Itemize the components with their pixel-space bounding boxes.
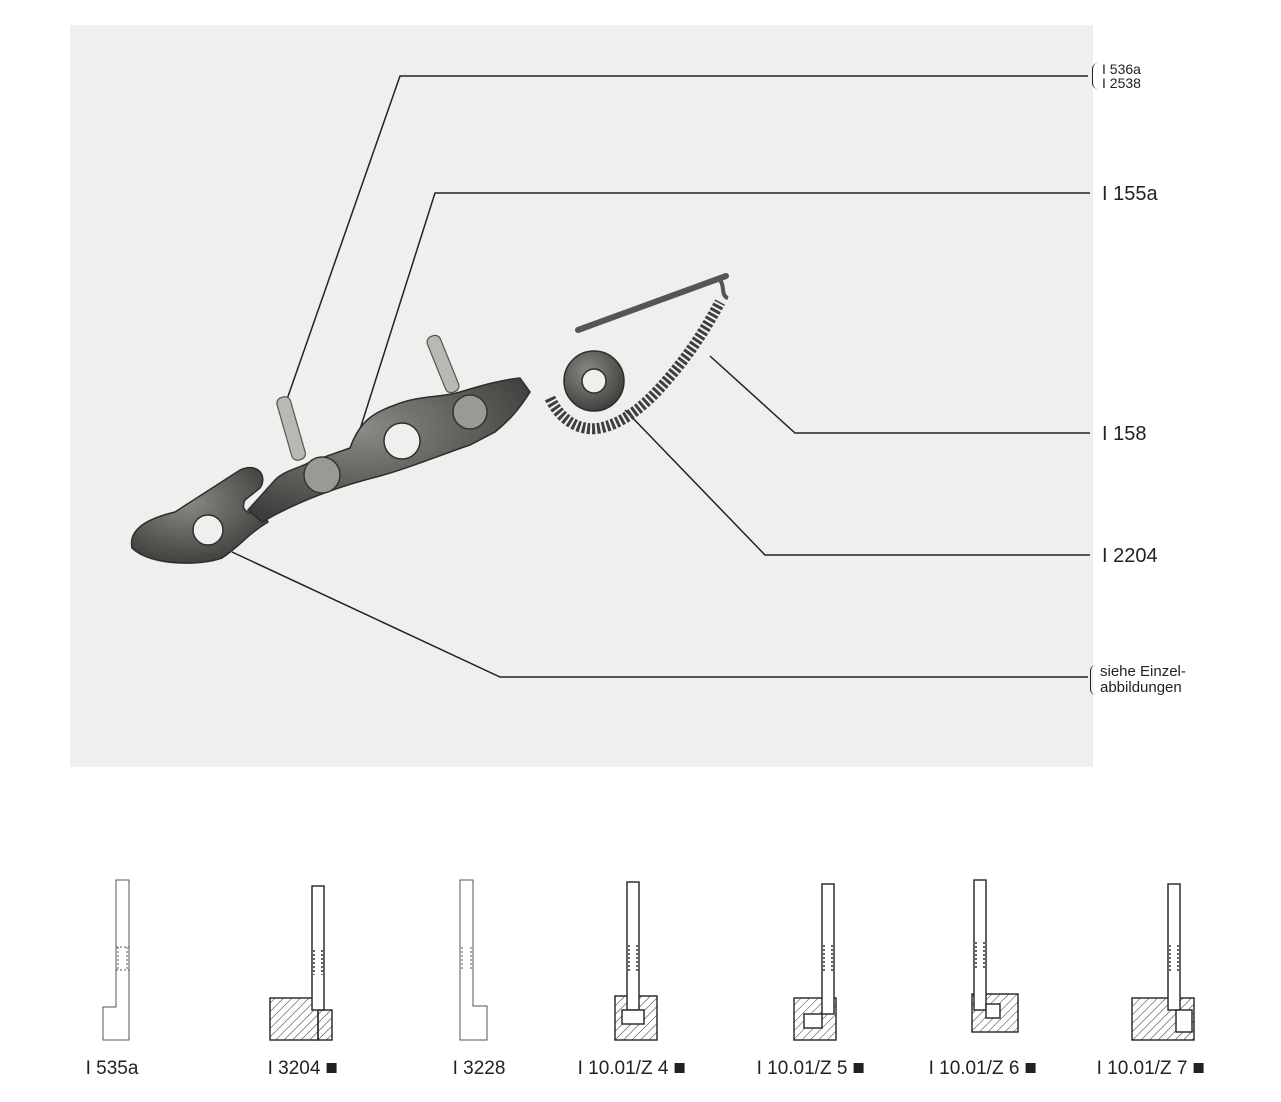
lower-lever: [130, 467, 270, 564]
bushing-hole: [581, 368, 607, 394]
filled-square-icon: [853, 1063, 864, 1073]
left-pin: [276, 396, 341, 494]
section-z6: [971, 879, 1019, 1033]
leader-top-pair: [284, 75, 1088, 406]
section-caption-text: I 3204: [267, 1058, 321, 1079]
callout-spring: I 158: [1102, 423, 1147, 445]
section-3228: [459, 879, 488, 1041]
section-caption-text: I 10.01/Z 7: [1096, 1058, 1188, 1079]
section-z7: [1131, 883, 1195, 1041]
section-caption-z5: I 10.01/Z 5: [757, 1058, 864, 1080]
callout-top-pair: I 536a I 2538: [1092, 62, 1141, 90]
brace-icon: [1092, 63, 1099, 89]
right-pin: [426, 334, 488, 430]
filled-square-icon: [1025, 1063, 1036, 1073]
section-caption-3204: I 3204: [268, 1058, 337, 1080]
callout-top-pair-line-1: I 536a: [1102, 61, 1141, 77]
main-lever-center-hole: [383, 422, 421, 460]
section-535a: [102, 879, 130, 1041]
brace-icon: [1090, 665, 1097, 695]
section-caption-text: I 10.01/Z 6: [928, 1058, 1020, 1079]
coil-spring: [544, 299, 725, 435]
leader-spring: [709, 355, 1090, 434]
filled-square-icon: [674, 1063, 685, 1073]
section-caption-text: I 10.01/Z 4: [577, 1058, 669, 1079]
filled-square-icon: [1193, 1063, 1204, 1073]
section-z4: [614, 881, 658, 1041]
leader-bushing: [624, 409, 1090, 556]
section-caption-text: I 535a: [85, 1058, 139, 1079]
callout-bushing: I 2204: [1102, 545, 1158, 567]
spring-wire: [575, 273, 729, 333]
section-3204: [269, 885, 333, 1041]
section-z5: [793, 883, 837, 1041]
section-caption-3228: I 3228: [453, 1058, 506, 1080]
callout-lever: I 155a: [1102, 183, 1158, 205]
leader-details: [231, 551, 1088, 678]
section-caption-z7: I 10.01/Z 7: [1097, 1058, 1204, 1080]
spring-hook: [716, 276, 729, 300]
callout-details-line-2: abbildungen: [1100, 679, 1182, 696]
leader-lever: [354, 192, 1090, 446]
callout-top-pair-line-2: I 2538: [1102, 75, 1141, 91]
callout-details-line-1: siehe Einzel-: [1100, 663, 1186, 680]
leader-lines: [231, 75, 1090, 678]
section-caption-text: I 3228: [452, 1058, 506, 1079]
section-caption-text: I 10.01/Z 5: [756, 1058, 848, 1079]
callout-details: siehe Einzel- abbildungen: [1090, 664, 1186, 696]
section-caption-z6: I 10.01/Z 6: [929, 1058, 1036, 1080]
lower-lever-hole: [192, 514, 224, 546]
filled-square-icon: [326, 1063, 337, 1073]
section-caption-z4: I 10.01/Z 4: [578, 1058, 685, 1080]
section-caption-535a: I 535a: [86, 1058, 139, 1080]
